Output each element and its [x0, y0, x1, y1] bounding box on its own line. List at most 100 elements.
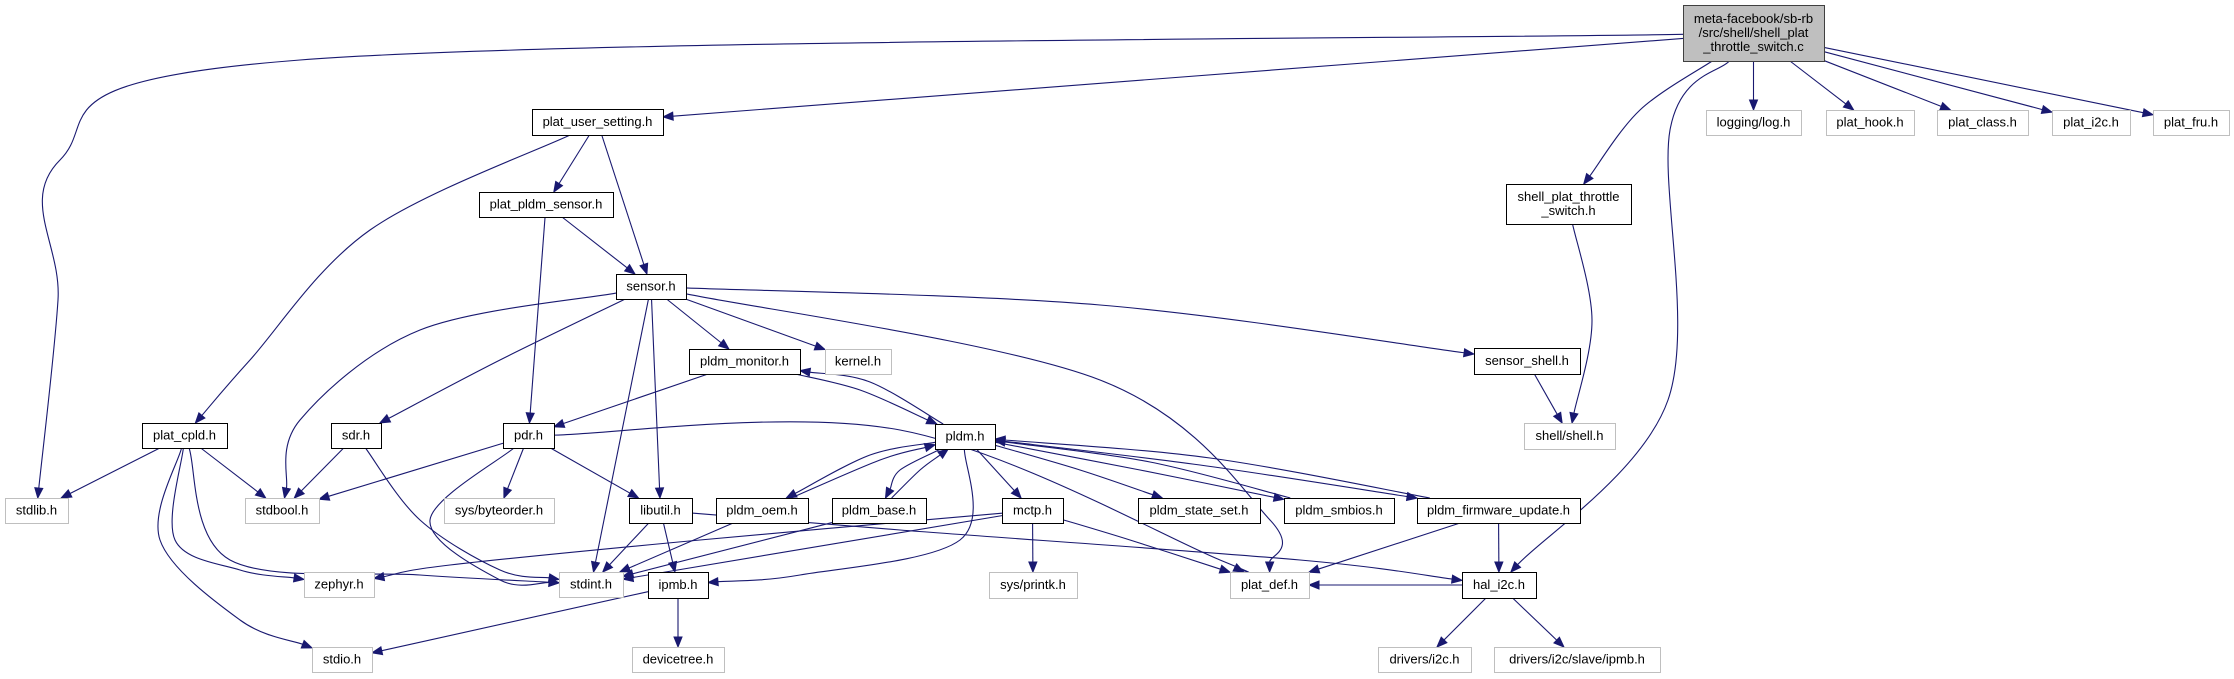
node-label: shell/shell.h — [1536, 428, 1604, 443]
edge-pldm-to-pldm_monitor — [798, 367, 944, 425]
node-sensor[interactable]: sensor.h — [616, 274, 687, 300]
edge-plat_pldm_sensor-to-sensor — [561, 216, 637, 275]
node-pldm-smbios[interactable]: pldm_smbios.h — [1284, 498, 1395, 524]
edge-plat_user_setting-to-plat_cpld — [194, 134, 571, 425]
edge-line — [285, 292, 617, 489]
node-box — [1937, 110, 2029, 136]
edge-line — [1004, 441, 1291, 499]
node-sdr[interactable]: sdr.h — [331, 423, 382, 449]
node-plat-user-setting[interactable]: plat_user_setting.h — [532, 109, 664, 136]
node-pldm-oem[interactable]: pldm_oem.h — [716, 498, 809, 524]
node-plat-def: plat_def.h — [1230, 572, 1310, 599]
node-label: plat_i2c.h — [2063, 115, 2119, 130]
node-label: pldm_smbios.h — [1295, 503, 1382, 518]
node-box — [1524, 423, 1616, 450]
edge-line — [388, 298, 626, 419]
edge-pdr-to-stdbool — [317, 442, 504, 501]
edge-plat_user_setting-to-plat_pldm_sensor — [553, 134, 590, 194]
node-pldm-state-set[interactable]: pldm_state_set.h — [1138, 498, 1261, 524]
node-pldm-firmware-update[interactable]: pldm_firmware_update.h — [1417, 498, 1581, 524]
node-label: plat_user_setting.h — [543, 114, 653, 129]
edge-plat_pldm_sensor-to-pdr — [525, 216, 546, 425]
node-pldm[interactable]: pldm.h — [935, 424, 996, 450]
arrowhead-icon — [925, 415, 939, 425]
edge-sensor-to-stdint — [590, 298, 650, 574]
edge-pldm-to-ipmb — [706, 448, 974, 587]
node-devicetree: devicetree.h — [632, 647, 725, 673]
arrowhead-icon — [525, 412, 535, 425]
edge-sdr-to-stdbool — [293, 447, 345, 499]
edge-line — [601, 134, 645, 265]
edge-pdr-to-plat_def — [553, 421, 1250, 573]
node-pldm-base[interactable]: pldm_base.h — [832, 498, 927, 524]
edge-pldm-to-pldm_state_set — [994, 444, 1164, 500]
node-ipmb[interactable]: ipmb.h — [648, 572, 709, 599]
edge-sensor-to-kernel — [685, 298, 827, 351]
node-drivers-i2c: drivers/i2c.h — [1378, 647, 1472, 673]
edge-line — [666, 298, 722, 344]
node-plat-pldm-sensor[interactable]: plat_pldm_sensor.h — [479, 192, 614, 218]
arrowhead-icon — [923, 443, 937, 453]
node-label: pldm_base.h — [842, 503, 916, 518]
node-stdio: stdio.h — [312, 647, 373, 673]
node-box — [559, 572, 624, 598]
edge-libutil-to-stdint — [601, 522, 650, 573]
edge-root-to-plat_i2c — [1823, 51, 2054, 115]
edge-line — [558, 134, 590, 184]
node-label: _switch.h — [1540, 203, 1595, 218]
node-label: plat_class.h — [1948, 115, 2017, 130]
edge-line — [889, 448, 941, 490]
node-box — [532, 109, 664, 136]
node-box — [832, 498, 927, 524]
node-mctp[interactable]: mctp.h — [1002, 498, 1064, 524]
node-libutil[interactable]: libutil.h — [629, 498, 693, 524]
arrowhead-icon — [673, 636, 683, 649]
edge-plat_cpld-to-stdbool — [200, 447, 267, 499]
node-box — [503, 423, 555, 449]
edge-line — [1533, 373, 1558, 415]
node-label: sys/byteorder.h — [455, 503, 543, 518]
edge-line — [1318, 522, 1461, 570]
node-label: ipmb.h — [658, 577, 697, 592]
edge-pldm-to-mctp — [975, 448, 1023, 499]
arrowhead-icon — [293, 487, 306, 499]
edge-line — [891, 454, 941, 499]
node-sensor-shell[interactable]: sensor_shell.h — [1474, 348, 1581, 375]
edge-line — [561, 216, 628, 269]
edge-libutil-to-ipmb — [662, 522, 678, 574]
edge-sensor-to-stdbool — [281, 292, 617, 500]
edge-line — [1823, 46, 2144, 114]
node-stdlib: stdlib.h — [5, 498, 69, 524]
arrowhead-icon — [936, 448, 950, 460]
arrowhead-icon — [601, 561, 614, 573]
edge-plat_user_setting-to-sensor — [601, 134, 649, 276]
node-box — [1494, 647, 1661, 673]
node-shell-plat-throttle-switch-h[interactable]: shell_plat_throttle_switch.h — [1506, 184, 1632, 225]
edge-line — [994, 441, 1275, 498]
node-label: hal_i2c.h — [1473, 577, 1525, 592]
node-hal-i2c[interactable]: hal_i2c.h — [1462, 572, 1537, 599]
edge-line — [200, 447, 259, 493]
arrowhead-icon — [378, 413, 392, 424]
arrowhead-icon — [1450, 574, 1464, 584]
edge-pdr-to-libutil — [550, 447, 640, 499]
edge-pdr-to-sys_byteorder — [503, 447, 525, 500]
edge-line — [809, 371, 944, 425]
edge-pldm_firmware_update-to-plat_def — [1307, 522, 1461, 574]
edge-line — [685, 293, 1284, 563]
node-box — [331, 423, 382, 449]
edge-pldm_base-to-pldm — [891, 448, 950, 499]
node-label: logging/log.h — [1717, 115, 1791, 130]
arrowhead-icon — [59, 489, 73, 499]
node-box — [142, 423, 228, 449]
node-plat-cpld[interactable]: plat_cpld.h — [142, 423, 228, 449]
nodes-layer: meta-facebook/sb-rb/src/shell/shell_plat… — [5, 5, 2230, 673]
edge-pldm_firmware_update-to-hal_i2c — [1494, 522, 1504, 574]
node-box — [1002, 498, 1064, 524]
node-pldm-monitor[interactable]: pldm_monitor.h — [689, 349, 801, 375]
node-pdr[interactable]: pdr.h — [503, 423, 555, 449]
edge-line — [38, 33, 1684, 489]
arrowhead-icon — [552, 418, 566, 428]
node-label: drivers/i2c/slave/ipmb.h — [1509, 652, 1645, 667]
